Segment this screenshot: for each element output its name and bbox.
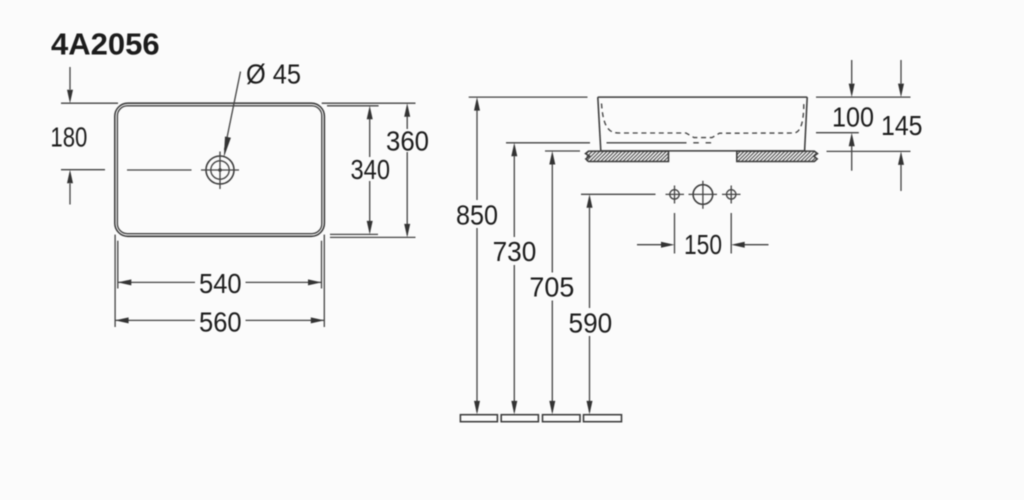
svg-text:100: 100 (832, 102, 874, 133)
svg-text:560: 560 (199, 306, 242, 337)
svg-text:180: 180 (50, 122, 87, 153)
svg-text:590: 590 (569, 307, 613, 338)
svg-text:Ø 45: Ø 45 (246, 59, 301, 90)
svg-text:360: 360 (386, 126, 429, 157)
svg-text:340: 340 (351, 154, 391, 185)
svg-text:850: 850 (456, 200, 498, 231)
svg-text:145: 145 (881, 110, 923, 141)
svg-text:150: 150 (684, 229, 722, 260)
svg-text:540: 540 (199, 268, 242, 299)
svg-text:730: 730 (493, 236, 537, 267)
svg-text:4A2056: 4A2056 (51, 26, 160, 61)
svg-text:705: 705 (529, 272, 574, 303)
